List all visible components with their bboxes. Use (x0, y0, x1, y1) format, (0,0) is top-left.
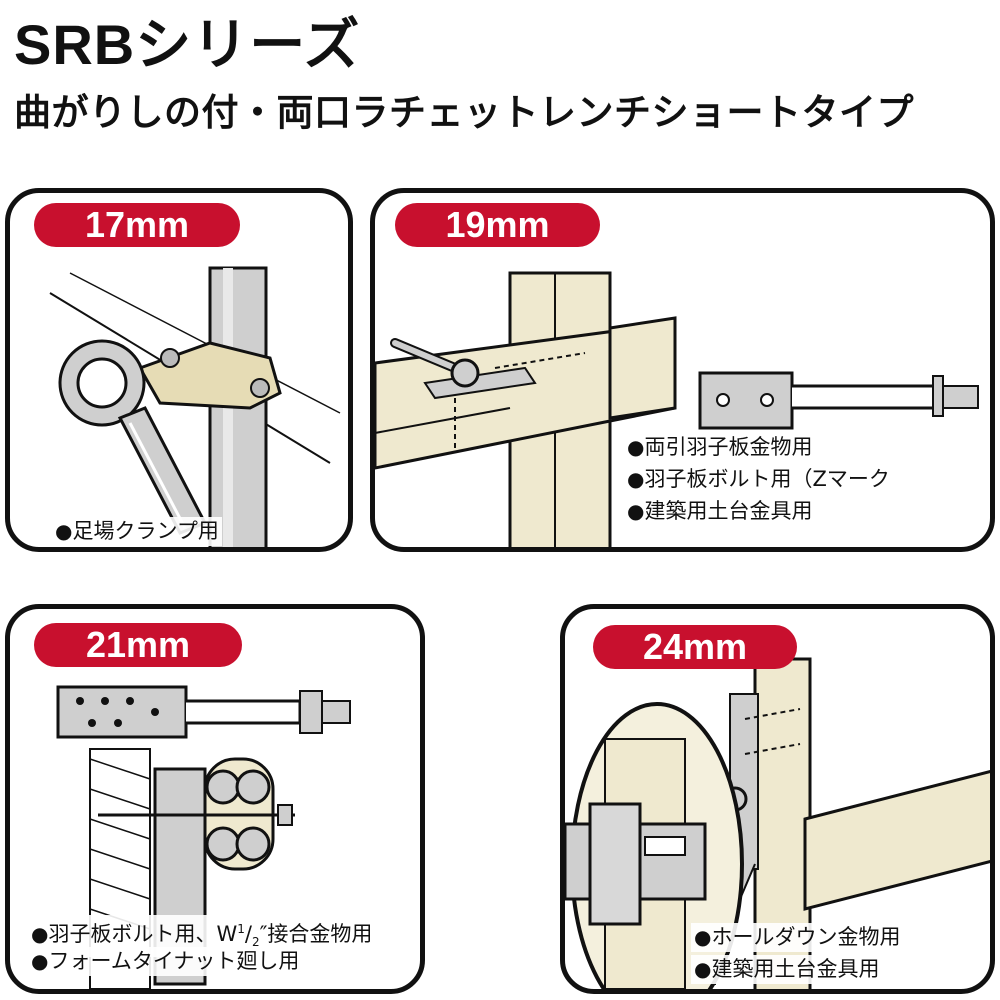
panel-19mm: 19mm ●両引羽子板金物用 ●羽子板ボルト用（Zマーク ●建築用土台金具用 (370, 188, 995, 552)
note-plate-bolt-z-mark: ●羽子板ボルト用（Zマーク (627, 467, 890, 491)
note-scaffold-clamp: ●足場クランプ用 (52, 517, 222, 546)
page-title: SRBシリーズ (14, 13, 361, 76)
size-badge-21mm: 21mm (34, 623, 242, 667)
panel-17mm: 17mm ●足場クランプ用 (5, 188, 353, 552)
bullet-icon: ● (694, 925, 712, 949)
note-hold-down-hardware: ●ホールダウン金物用 (691, 923, 904, 952)
size-badge-17mm: 17mm (34, 203, 240, 247)
bullet-icon: ● (31, 922, 49, 946)
bullet-icon: ● (55, 519, 73, 543)
bullet-icon: ● (627, 467, 645, 491)
bullet-icon: ● (627, 499, 645, 523)
bullet-icon: ● (31, 949, 49, 973)
page-subtitle: 曲がりしの付・両口ラチェットレンチショートタイプ (14, 91, 914, 134)
hold-down-hardware-illustration (565, 657, 990, 989)
note-sill-hardware-24: ●建築用土台金具用 (691, 955, 883, 984)
beam-joint-bolt-illustration (375, 271, 979, 547)
size-badge-24mm: 24mm (593, 625, 797, 669)
panel-24mm: 24mm ●ホールダウン金物用 ●建築用土台金具用 (560, 604, 995, 994)
panel-21mm: 21mm ●羽子板ボルト用、W1/2″接合金物用 ●フォームタイナット廻し用 (5, 604, 425, 994)
bullet-icon: ● (694, 957, 712, 981)
scaffold-clamp-illustration (49, 266, 341, 547)
note-form-tie-nut: ●フォームタイナット廻し用 (28, 947, 303, 976)
note-sill-hardware: ●建築用土台金具用 (627, 499, 813, 523)
note-double-pull-plate: ●両引羽子板金物用 (627, 435, 813, 459)
size-badge-19mm: 19mm (395, 203, 600, 247)
bullet-icon: ● (627, 435, 645, 459)
